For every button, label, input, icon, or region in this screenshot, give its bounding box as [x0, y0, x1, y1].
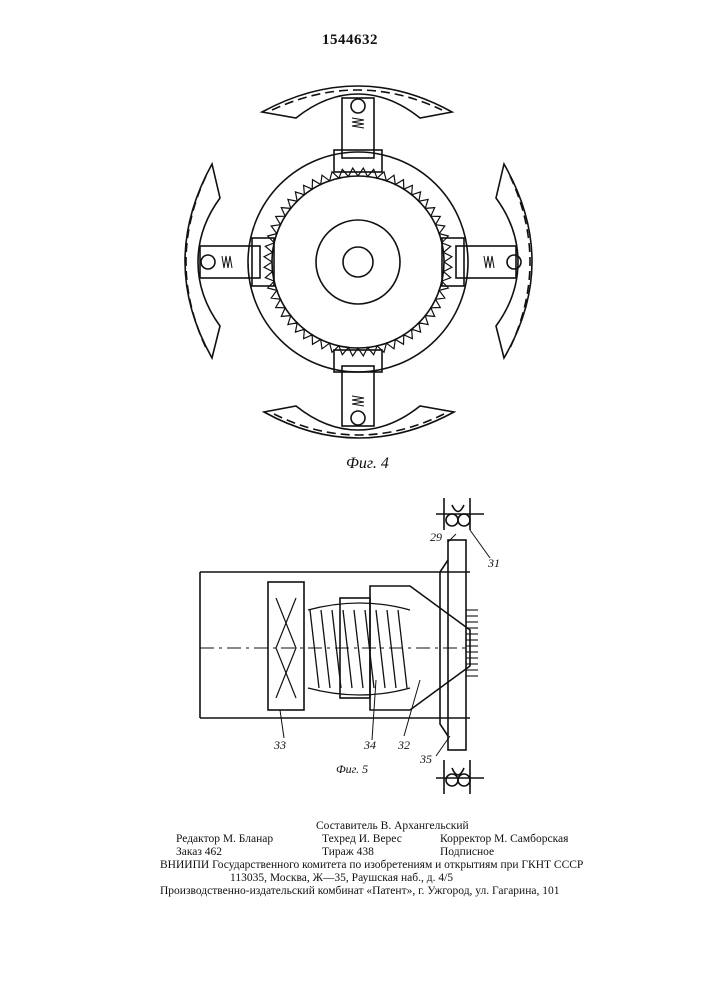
footer-subscription: Подписное [440, 846, 494, 858]
footer-order: Заказ 462 [176, 846, 222, 858]
footer-techred: Техред И. Верес [322, 833, 402, 845]
spring-coil [376, 610, 385, 688]
gear-tooth-profile [264, 168, 452, 356]
callout-31: 31 [488, 556, 500, 571]
footer-compiler: Составитель В. Архангельский [316, 820, 469, 832]
footer-editor: Редактор М. Бланар [176, 833, 273, 845]
fig4-bore [343, 247, 373, 277]
footer-circulation: Тираж 438 [322, 846, 374, 858]
fig4-hub [316, 220, 400, 304]
callout-33: 33 [274, 738, 286, 753]
fig4-top-arm [262, 86, 452, 172]
callout-34: 34 [364, 738, 376, 753]
fig5-spring-34 [308, 603, 410, 695]
callout-35: 35 [420, 752, 432, 767]
fig4-outer-ring [248, 152, 468, 372]
fig4-left-arm [185, 164, 274, 358]
spring-coil [310, 610, 319, 688]
figure-5-drawing [200, 498, 490, 794]
footer-address: 113035, Москва, Ж—35, Раушская наб., д. … [230, 872, 453, 884]
spring-coil [343, 610, 352, 688]
callout-29: 29 [430, 530, 442, 545]
spring-coil [398, 610, 407, 688]
spring-coil [354, 610, 363, 688]
fig5-part-33 [268, 582, 304, 710]
footer-institute: ВНИИПИ Государственного комитета по изоб… [160, 859, 583, 871]
footer-corrector: Корректор М. Самборская [440, 833, 568, 845]
fig4-bottom-arm [264, 350, 454, 438]
fig4-right-arm [442, 164, 532, 358]
figure-5-caption: Фиг. 5 [336, 762, 368, 777]
callout-32: 32 [398, 738, 410, 753]
spring-coil [321, 610, 330, 688]
spring-outline-top [308, 603, 410, 610]
footer-publisher: Производственно-издательский комбинат «П… [160, 885, 559, 897]
fig4-gear-teeth [264, 168, 452, 356]
spring-coil [387, 610, 396, 688]
spring-outline-bottom [308, 688, 410, 695]
figure-4-caption: Фиг. 4 [346, 455, 389, 473]
